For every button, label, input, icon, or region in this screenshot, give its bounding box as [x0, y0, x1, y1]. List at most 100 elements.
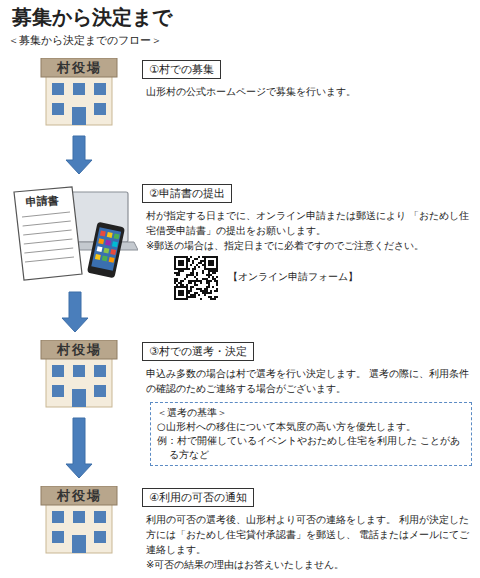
qr-module [198, 262, 200, 264]
qr-module [190, 288, 192, 290]
qr-module [196, 292, 198, 294]
window [94, 83, 106, 95]
door [72, 107, 86, 125]
window [52, 83, 64, 95]
qr-module [200, 260, 202, 262]
window [94, 103, 106, 115]
flow-arrow [66, 418, 92, 478]
qr-module [188, 282, 190, 284]
qr-module [208, 296, 210, 298]
village-office-node: 村役場 [38, 340, 120, 408]
app-icon [110, 249, 116, 255]
qr-module [206, 286, 208, 288]
criteria-text: ○山形村への移住について本気度の高い方を優先します。 [157, 420, 465, 434]
qr-module [216, 282, 218, 284]
app-icon [100, 231, 106, 237]
qr-module [184, 278, 186, 280]
criteria-heading: ＜選考の基準＞ [157, 406, 465, 420]
qr-module [176, 284, 178, 286]
app-icon [107, 232, 113, 238]
qr-module [214, 296, 216, 298]
qr-module [214, 272, 216, 274]
qr-module [194, 296, 196, 298]
phone-body [87, 222, 125, 279]
qr-module [210, 296, 212, 298]
qr-module [190, 264, 192, 266]
form-line [24, 239, 73, 244]
window [52, 103, 64, 115]
building-wall [46, 76, 112, 125]
qr-module [208, 284, 210, 286]
qr-module [194, 292, 196, 294]
form-line [23, 221, 71, 226]
qr-module [216, 288, 218, 290]
qr-module [212, 298, 214, 300]
qr-module [178, 274, 180, 276]
qr-module [190, 272, 192, 274]
step-heading-wrap: ①村での募集 [142, 58, 474, 79]
window [52, 385, 64, 397]
qr-module [212, 276, 214, 278]
flow-arrow [62, 292, 88, 332]
qr-module [210, 270, 212, 272]
qr-module [214, 298, 216, 300]
step-text: 村が指定する日までに、オンライン申請または郵送により 「おためし住宅借受申請書」… [146, 208, 474, 238]
qr-module [192, 296, 194, 298]
window [94, 531, 106, 543]
qr-module [216, 276, 218, 278]
qr-module [216, 290, 218, 292]
building-wall [46, 504, 112, 553]
qr-module [216, 284, 218, 286]
qr-module [206, 278, 208, 280]
qr-module [198, 288, 200, 290]
qr-module [196, 280, 198, 282]
qr-module [200, 262, 202, 264]
window [73, 83, 85, 95]
qr-module [194, 282, 196, 284]
qr-module [194, 258, 196, 260]
qr-module [214, 290, 216, 292]
qr-module [208, 276, 210, 278]
qr-module [198, 280, 200, 282]
qr-module [188, 258, 190, 260]
app-icon [112, 241, 118, 247]
window [94, 511, 106, 523]
sign-text: 村役場 [38, 59, 120, 77]
qr-module [176, 278, 178, 280]
step-heading-wrap: ④利用の可否の通知 [142, 486, 474, 507]
qr-module [192, 262, 194, 264]
qr-module [176, 274, 178, 276]
sign-text: 村役場 [38, 341, 120, 359]
step-node: ③村での選考・決定申込み多数の場合は村で選考を行い決定します。 選考の際に、利用… [142, 340, 474, 396]
qr-module [208, 286, 210, 288]
window [52, 365, 64, 377]
form-paper [14, 187, 82, 280]
qr-module [190, 290, 192, 292]
qr-modules [174, 256, 218, 300]
window [73, 511, 85, 523]
qr-module [208, 280, 210, 282]
step-heading: ①村での募集 [142, 60, 221, 79]
qr-module [190, 280, 192, 282]
qr-module [202, 272, 204, 274]
qr-module [174, 272, 176, 274]
qr-module [180, 280, 182, 282]
app-icon [114, 233, 120, 239]
qr-module [196, 278, 198, 280]
qr-module [202, 270, 204, 272]
step-heading-wrap: ③村での選考・決定 [142, 340, 474, 361]
qr-module [200, 280, 202, 282]
qr-module [204, 278, 206, 280]
qr-caption: 【オンライン申請フォーム】 [228, 270, 358, 284]
app-icon [95, 254, 101, 260]
qr-module [192, 270, 194, 272]
qr-module [180, 282, 182, 284]
form-line [24, 248, 73, 253]
step-text: 利用の可否の選考後、山形村より可否の連絡をします。 利用が決定した方には「おため… [146, 512, 474, 557]
qr-module [188, 268, 190, 270]
qr-module [192, 272, 194, 274]
qr-module [212, 286, 214, 288]
qr-module [206, 274, 208, 276]
qr-module [202, 264, 204, 266]
qr-module [192, 294, 194, 296]
